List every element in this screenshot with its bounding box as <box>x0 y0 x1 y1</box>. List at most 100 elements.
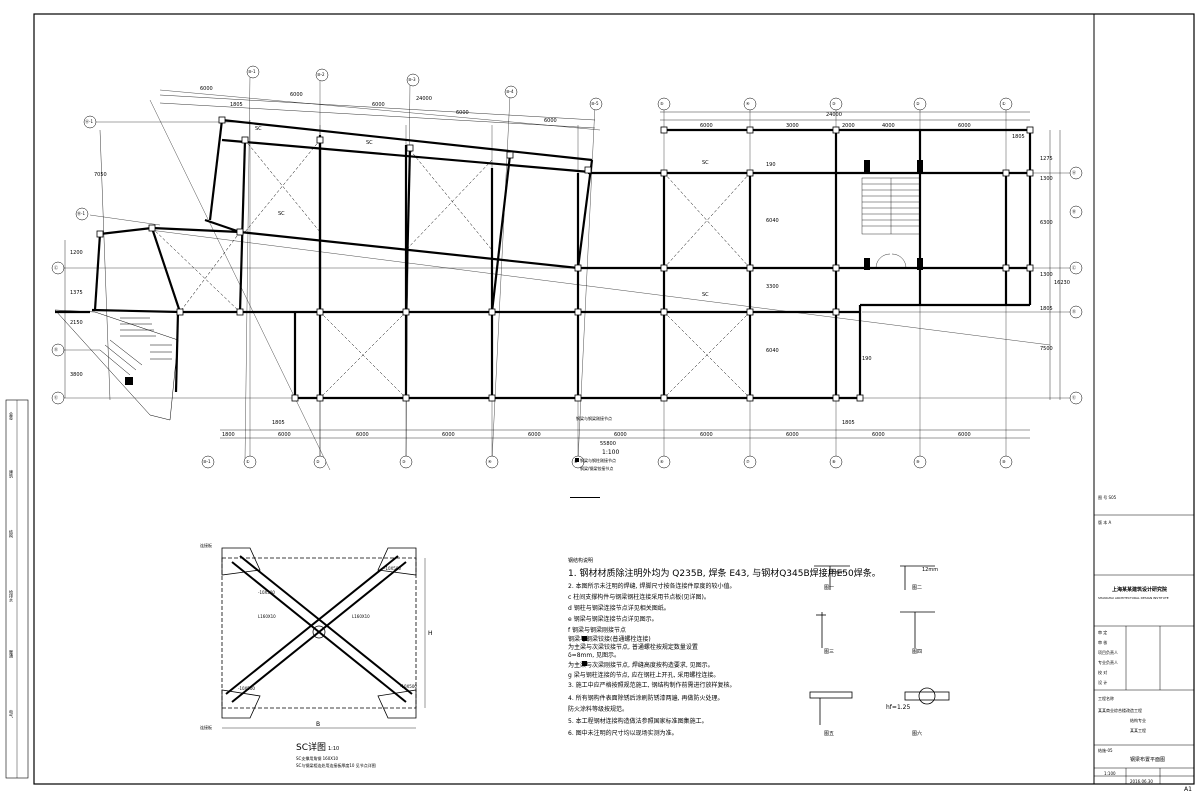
fig-label: 图一 <box>824 585 835 591</box>
note-line: 钢梁与钢梁铰接(普通螺栓连接) <box>568 636 651 643</box>
dim: 6040 <box>766 348 779 354</box>
tb-mark-a: 结构专业 <box>1130 718 1146 723</box>
dim: 6000 <box>356 432 369 438</box>
grid-label: ④ <box>488 459 492 464</box>
fig-label: 图四 <box>912 649 923 655</box>
legend-line-mark <box>570 497 600 498</box>
dim: 6000 <box>290 92 303 98</box>
note-line: 1. 钢材材质除注明外均为 Q235B, 焊条 E43, 与钢材Q345B焊接用… <box>568 569 881 579</box>
tb-row: 项目负责人 <box>1098 650 1118 655</box>
grid-label: Ⓐ <box>1072 170 1076 175</box>
strip-item: 给排水 <box>9 590 14 602</box>
legend-line: 钢梁/钢梁铰接节点 <box>580 466 614 471</box>
dim: 190 <box>862 356 872 362</box>
tb-org-sub: SHANGHAI ARCHITECTURAL DESIGN INSTITUTE <box>1098 596 1169 600</box>
grid-label: ① <box>246 459 250 464</box>
note-line: 3. 施工中应严格按照规范施工, 钢结构制作前需进行放样复核。 <box>568 682 736 689</box>
strip-item: 结构 <box>9 530 14 538</box>
dim: 2000 <box>842 123 855 129</box>
grid-label: ⑥ <box>660 459 664 464</box>
dim: 6000 <box>544 118 557 124</box>
grid-label: Ⓑ-1 <box>77 211 85 216</box>
dim: 6000 <box>958 123 971 129</box>
note-line: 为主梁与次梁刚接节点, 焊缝高度按构造要求, 见图示。 <box>568 662 714 669</box>
detail-label: L160X10 <box>352 614 370 619</box>
dim: 6000 <box>278 432 291 438</box>
grid-label: Ⓓ <box>54 347 58 352</box>
grid-label: ⑩-5 <box>591 101 599 106</box>
tb-row: 审 核 <box>1098 640 1108 645</box>
weld-dim: 12mm <box>828 570 845 576</box>
weld-details <box>809 565 950 725</box>
tb-row: 设 计 <box>1098 680 1108 685</box>
note-line: 6. 图中未注明的尺寸均以现场实测为准。 <box>568 730 678 737</box>
detail-note: SC与钢梁相连处用连接板厚度10 见节点详图 <box>296 763 376 768</box>
dim: 16230 <box>1054 280 1070 286</box>
grid-label: ⑤ <box>660 101 664 106</box>
plan-solid-columns <box>125 160 923 385</box>
grid-label: Ⓒ <box>54 265 58 270</box>
grid-label: Ⓔ <box>1072 395 1076 400</box>
dim: 6040 <box>766 218 779 224</box>
dim: 1375 <box>70 290 83 296</box>
grid-label: ⑨ <box>916 459 920 464</box>
plan-grid <box>60 74 1075 471</box>
detail-note: SC支撑用角钢 160X10 <box>296 756 339 761</box>
detail-label: -10X500 <box>400 684 417 689</box>
dim: 1805 <box>230 102 243 108</box>
tb-field-a: 结施-05 <box>1098 748 1113 753</box>
tb-drawing-title: 钢梁布置平面图 <box>1130 757 1166 763</box>
tb-small-top: 图 号 S05 <box>1098 495 1117 500</box>
grid-label: ③ <box>832 101 836 106</box>
note-line: 防火涂料等级按规范。 <box>568 706 629 713</box>
tb-org-name: 上海某某建筑设计研究院 <box>1112 587 1168 593</box>
dim: 3000 <box>786 123 799 129</box>
grid-label: Ⓑ <box>1072 209 1076 214</box>
dim: 6000 <box>614 432 627 438</box>
legend-line: 钢梁与钢梁刚接节点 <box>576 416 612 421</box>
stair-left <box>54 309 179 421</box>
tb-project-label: 工程名称 <box>1098 696 1114 701</box>
sc-label: SC <box>702 160 709 166</box>
grid-label: Ⓓ <box>1072 309 1076 314</box>
plan-braces <box>151 139 751 399</box>
detail-label: L160X10 <box>258 614 276 619</box>
tb-row: 专业负责人 <box>1098 660 1118 665</box>
dim: 6000 <box>786 432 799 438</box>
tb-small-mid: 版 本 A <box>1098 520 1112 525</box>
grid-label: ② <box>916 101 920 106</box>
grid-label: ③ <box>402 459 406 464</box>
stair-right <box>861 177 921 269</box>
dim: 1805 <box>1012 134 1025 140</box>
strip-item: 暖通 <box>9 650 14 658</box>
fig-label: 图六 <box>912 731 923 737</box>
dim: 1300 <box>1040 176 1053 182</box>
tb-scale: 1:100 <box>1104 771 1116 776</box>
grid-label: ④ <box>746 101 750 106</box>
dim-lines <box>64 94 1061 439</box>
grid-label: ② <box>316 459 320 464</box>
note-line: 4. 所有钢构件表面除锈后涂刷防锈漆两遍, 再做防火处理。 <box>568 695 724 702</box>
grid-label: ⑩ <box>1002 459 1006 464</box>
tb-date: 2016.06.30 <box>1130 779 1153 784</box>
note-line: g 梁与钢柱连接的节点, 应在钢柱上开孔, 采用螺栓连接。 <box>568 672 720 679</box>
legend-line: 钢梁与钢柱刚接节点 <box>580 458 616 463</box>
dim: 6000 <box>442 432 455 438</box>
note-line: 5. 本工程钢材连接构造做法参照国家标准图集施工。 <box>568 718 708 725</box>
dim-bottom-total: 55800 <box>600 441 616 447</box>
sc-label: SC <box>278 211 285 217</box>
dim: 3800 <box>70 372 83 378</box>
tb-mark-b: 某某工程 <box>1130 728 1146 733</box>
dim-top-right-total: 24000 <box>826 112 842 118</box>
tb-row: 审 定 <box>1098 630 1108 635</box>
dim: 1275 <box>1040 156 1053 162</box>
strip-item: 建筑 <box>9 470 14 478</box>
legend-mark <box>575 458 579 462</box>
notes-title: 钢结构说明 <box>568 558 594 564</box>
note-line: 为主梁与次梁铰接节点, 普通螺栓按规定数量设置 <box>568 644 698 651</box>
grid-label: ⑦ <box>746 459 750 464</box>
plan-scale: 1:100 <box>602 449 620 456</box>
grid-label: ⑩-1 <box>203 459 211 464</box>
